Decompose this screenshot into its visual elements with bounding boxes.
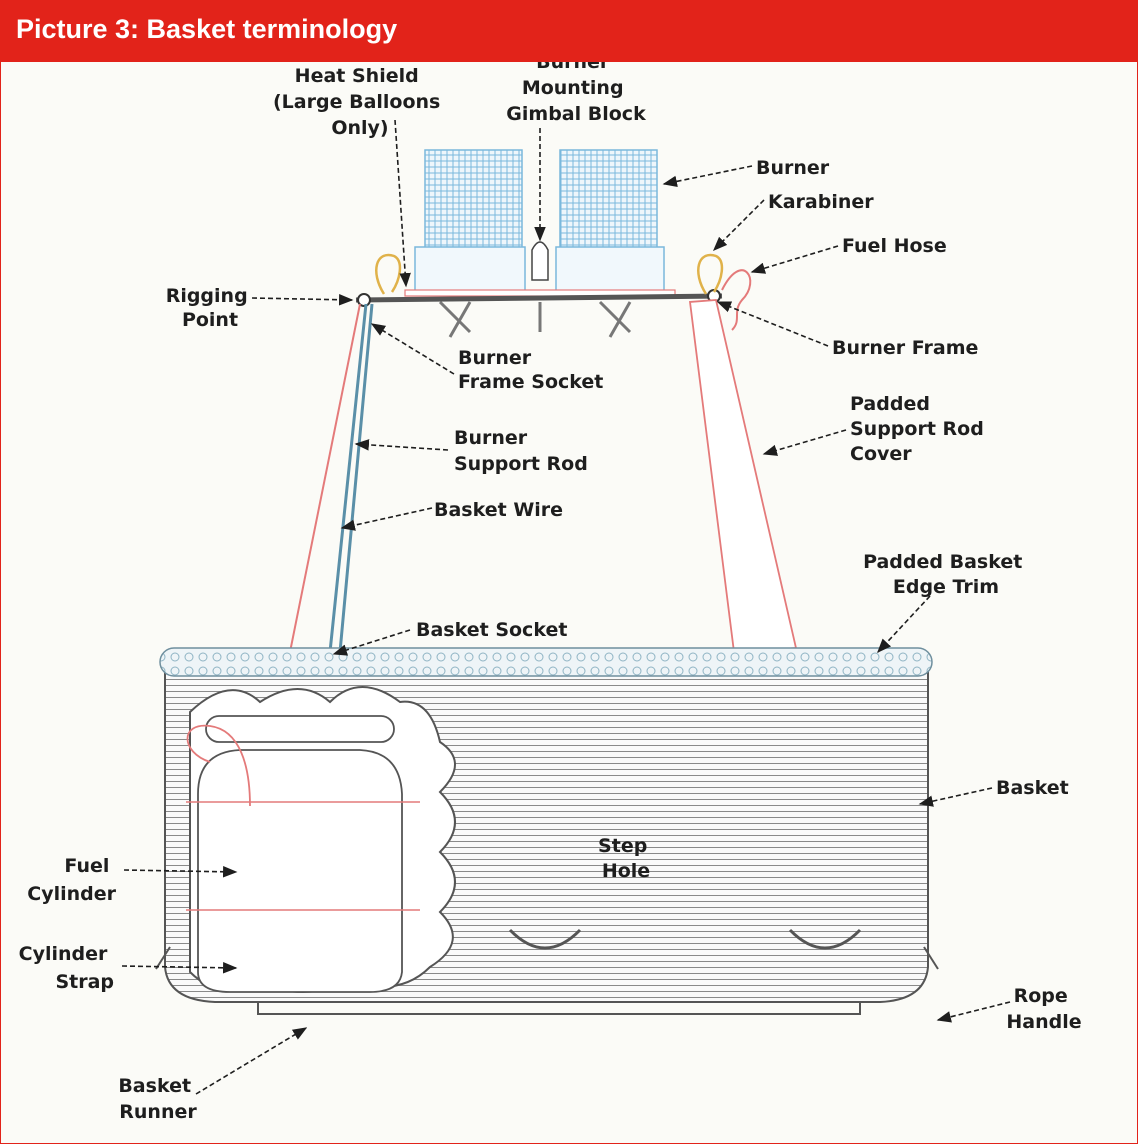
label-fuel-cylinder: Fuel Cylinder [27, 855, 116, 905]
leader-burner [664, 166, 752, 184]
label-padded-support-rod-cover: Padded Support Rod Cover [850, 393, 990, 465]
support-rods [290, 300, 796, 652]
label-burner: Burner [756, 157, 830, 179]
label-burner-support-rod: Burner Support Rod [454, 427, 588, 475]
label-burner-frame-socket: Burner Frame Socket [458, 347, 603, 393]
label-basket: Basket [996, 777, 1069, 799]
leader-rigging-point [252, 298, 352, 300]
leader-basket [920, 788, 992, 804]
basket-diagram: Heat Shield (Large Balloons Only) Burner… [0, 62, 1138, 1144]
label-padded-basket-edge-trim: Padded Basket Edge Trim [863, 551, 1029, 598]
burner-frame-bar [356, 296, 722, 300]
karabiner-right [698, 255, 722, 294]
label-fuel-hose: Fuel Hose [842, 235, 947, 257]
fuel-hose-shape [722, 270, 750, 330]
leader-heat-shield [395, 120, 406, 286]
fuel-cylinder-collar [206, 716, 394, 742]
label-karabiner: Karabiner [768, 191, 874, 213]
label-basket-wire: Basket Wire [434, 499, 563, 521]
figure-header: Picture 3: Basket terminology [0, 0, 1138, 62]
padded-basket-edge-trim-shape [160, 648, 932, 676]
burner-lower-brackets [440, 302, 630, 337]
burner-valve-block-left [415, 247, 525, 295]
karabiner-left [376, 255, 400, 294]
figure-title: Picture 3: Basket terminology [16, 14, 397, 45]
leader-burner-support-rod [356, 444, 448, 450]
label-heat-shield: Heat Shield (Large Balloons Only) [273, 65, 447, 139]
leader-fuel-hose [752, 246, 838, 272]
leader-basket-runner [196, 1028, 306, 1094]
label-basket-runner: Basket Runner [118, 1075, 197, 1123]
label-basket-socket: Basket Socket [416, 619, 567, 641]
basket-body [156, 648, 938, 1014]
burner-valve-block-right [556, 247, 664, 295]
label-gimbal-block: Burner Mounting Gimbal Block [506, 62, 646, 125]
label-cylinder-strap: Cylinder Strap [19, 943, 114, 993]
basket-runner-shape [258, 1002, 860, 1014]
leader-burner-frame-socket [372, 324, 454, 374]
leader-karabiner [714, 200, 764, 250]
leader-basket-wire [342, 508, 432, 528]
padded-support-rod-cover-shape [690, 300, 796, 652]
leader-burner-frame [718, 302, 828, 346]
leader-padded-support-rod-cover [764, 430, 846, 454]
leader-padded-basket-edge-trim [878, 596, 930, 652]
label-burner-frame: Burner Frame [832, 337, 978, 359]
gimbal-block-shape [532, 242, 548, 280]
leader-rope-handle [938, 1002, 1010, 1020]
label-rigging-point: Rigging Point [166, 285, 255, 331]
fuel-cylinder-shape [198, 750, 402, 992]
label-rope-handle: Rope Handle [1006, 985, 1081, 1033]
basket-wire-shape [330, 304, 372, 652]
